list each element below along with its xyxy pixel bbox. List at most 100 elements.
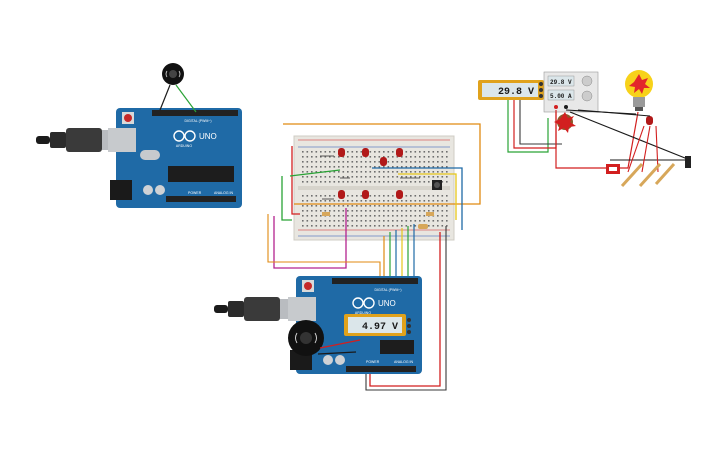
breadboard-hole <box>419 210 421 212</box>
breadboard-hole <box>329 225 331 227</box>
breadboard-hole <box>428 210 430 212</box>
breadboard-hole <box>324 156 327 158</box>
breadboard-hole <box>401 166 403 168</box>
breadboard-hole <box>356 176 358 178</box>
wire-orange-loop[interactable] <box>283 123 481 205</box>
breadboard-hole <box>383 205 385 207</box>
current-knob[interactable] <box>581 90 593 102</box>
wire-yellow-right[interactable] <box>398 173 457 220</box>
breadboard-hole <box>302 195 304 197</box>
voltage-knob[interactable] <box>581 75 593 87</box>
breadboard-hole <box>428 176 430 178</box>
breadboard-hole <box>338 156 340 158</box>
power-supply[interactable]: 29.8 V 5.00 A <box>543 71 599 113</box>
led[interactable] <box>338 148 345 157</box>
breadboard-hole <box>351 200 354 202</box>
resistor[interactable] <box>322 212 330 216</box>
breadboard-hole <box>306 225 309 227</box>
arduino-top-power-jack <box>110 180 132 200</box>
arduino-top-board[interactable] <box>116 108 242 208</box>
arduino-top[interactable]: DIGITAL (PWM~) UNO ARDUINO POWER ANALOG … <box>36 108 242 208</box>
breadboard-hole <box>446 205 448 207</box>
resistor[interactable] <box>418 224 428 229</box>
breadboard-hole <box>315 166 318 168</box>
breadboard-hole <box>333 200 336 202</box>
breadboard-hole <box>315 210 318 212</box>
breadboard-hole <box>396 166 399 168</box>
breadboard[interactable] <box>293 135 455 241</box>
breadboard-hole <box>306 166 309 168</box>
breadboard-hole <box>324 220 327 222</box>
multimeter-top-reading: 29.8 V <box>498 87 534 98</box>
led[interactable] <box>396 148 403 157</box>
led[interactable] <box>396 190 403 199</box>
resistor-diagonal[interactable] <box>620 162 676 188</box>
led[interactable] <box>362 190 369 199</box>
multimeter-top[interactable]: 29.8 V <box>478 80 544 100</box>
breadboard-hole <box>383 210 385 212</box>
light-bulb-icon[interactable] <box>625 70 653 111</box>
breadboard-hole <box>347 215 349 217</box>
breadboard-hole <box>428 151 430 153</box>
arduino-bottom-digital-header[interactable] <box>332 278 418 284</box>
wire-red-left[interactable] <box>291 146 300 215</box>
breadboard-hole <box>437 151 439 153</box>
led[interactable] <box>362 148 369 157</box>
breadboard-hole <box>414 200 417 202</box>
breadboard-hole <box>302 225 304 227</box>
breadboard-hole <box>405 156 408 158</box>
breadboard-hole <box>428 156 430 158</box>
wire-green-inner[interactable] <box>289 169 341 177</box>
breadboard-hole <box>428 171 430 173</box>
wire-magenta[interactable] <box>273 208 347 269</box>
breadboard-hole <box>306 195 309 197</box>
connector[interactable] <box>685 156 691 168</box>
breadboard-hole <box>351 166 354 168</box>
arduino-top-digital-header[interactable] <box>152 110 238 116</box>
breadboard-hole <box>387 171 390 173</box>
arduino-top-power-header[interactable] <box>166 196 236 202</box>
breadboard-hole <box>392 171 394 173</box>
arduino-bottom-power-header[interactable] <box>346 366 416 372</box>
breadboard-hole <box>315 176 318 178</box>
breadboard-hole <box>302 171 304 173</box>
breadboard-hole <box>432 166 435 168</box>
led[interactable] <box>338 190 345 199</box>
buzzer-wire-black[interactable] <box>159 84 171 111</box>
arduino-top-crystal <box>140 150 160 160</box>
breadboard-hole <box>333 181 336 183</box>
breadboard-hole <box>324 200 327 202</box>
breadboard-hole <box>333 215 336 217</box>
piezo-buzzer-icon[interactable] <box>288 320 324 356</box>
breadboard-hole <box>414 215 417 217</box>
usb-cable-icon[interactable] <box>214 297 310 321</box>
potentiometer[interactable] <box>554 112 576 133</box>
breadboard-leds[interactable] <box>338 148 403 199</box>
breadboard-hole <box>315 156 318 158</box>
breadboard-hole <box>306 200 309 202</box>
breadboard-hole <box>369 225 372 227</box>
buzzer-wire-green[interactable] <box>175 84 197 113</box>
breadboard-hole <box>428 166 430 168</box>
arduino-top-power-label: POWER <box>188 191 202 195</box>
breadboard-hole <box>356 151 358 153</box>
piezo-buzzer-icon[interactable] <box>162 63 184 85</box>
breadboard-hole <box>378 171 381 173</box>
led[interactable] <box>380 157 387 166</box>
breadboard-hole <box>374 220 376 222</box>
breadboard-hole <box>387 181 390 183</box>
wire-dark-bottom-loop[interactable] <box>365 226 447 391</box>
breadboard-hole <box>374 195 376 197</box>
wire-orange-lower[interactable] <box>267 214 381 280</box>
breadboard-hole <box>302 200 304 202</box>
wire-blue-right[interactable] <box>372 167 463 230</box>
breadboard-hole <box>392 181 394 183</box>
resistor[interactable] <box>426 212 434 216</box>
multimeter-arduino[interactable]: 4.97 V <box>344 314 411 336</box>
wire-green-left[interactable] <box>281 176 292 221</box>
breadboard-hole <box>333 161 336 163</box>
led-right[interactable] <box>646 116 653 125</box>
breadboard-hole <box>329 161 331 163</box>
arduino-top-brand: ARDUINO <box>176 144 192 148</box>
